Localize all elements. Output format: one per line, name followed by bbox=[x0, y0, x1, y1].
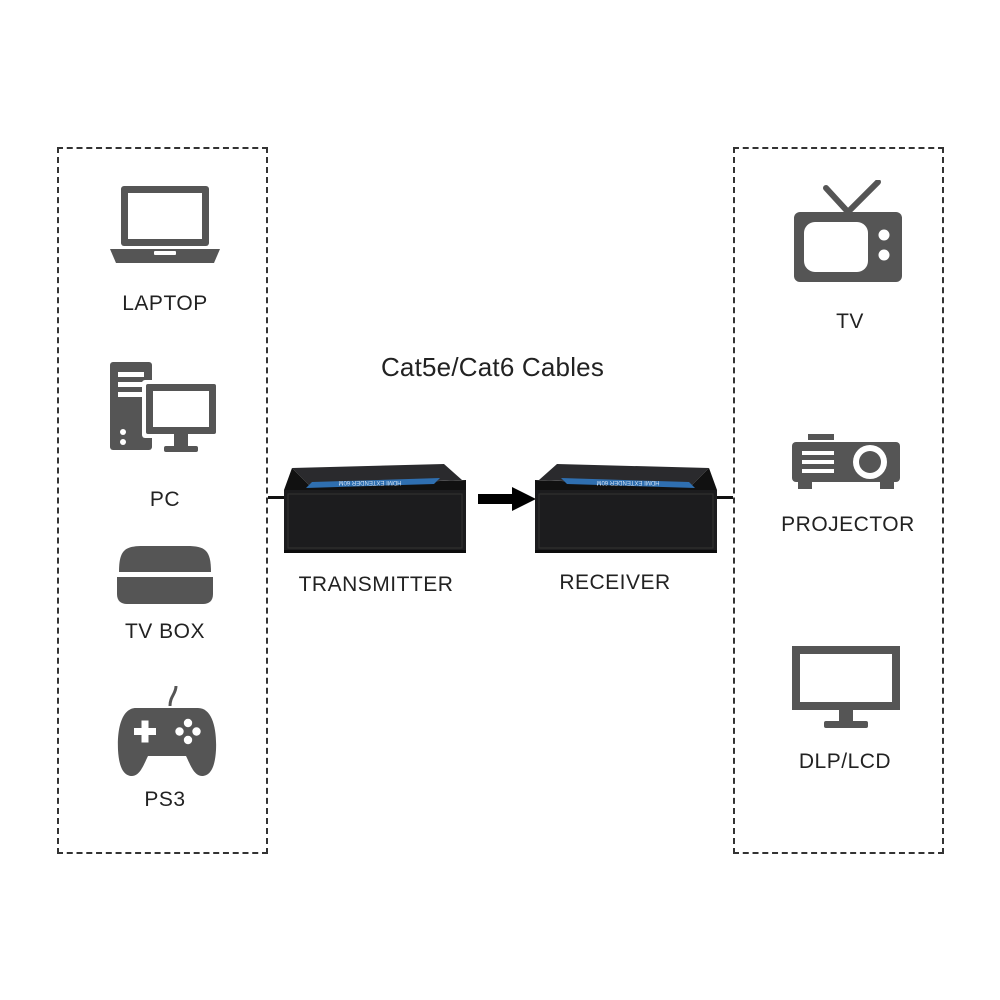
retro-tv-icon bbox=[790, 180, 906, 286]
source-label-tv-box: TV BOX bbox=[124, 620, 206, 643]
receiver-device-text: HDMI EXTENDER 60M bbox=[596, 479, 659, 485]
display-label-dlp-lcd: DLP/LCD bbox=[798, 750, 892, 773]
wire-receiver-to-display bbox=[716, 496, 733, 499]
gamepad-icon bbox=[116, 684, 218, 778]
desktop-pc-icon bbox=[108, 360, 222, 456]
display-devices-group bbox=[733, 147, 944, 854]
transmitter-device-text: HDMI EXTENDER 60M bbox=[338, 479, 401, 485]
projector-icon bbox=[790, 434, 902, 490]
wire-source-to-transmitter bbox=[268, 496, 286, 499]
laptop-icon bbox=[108, 185, 222, 265]
source-label-ps3: PS3 bbox=[144, 788, 186, 811]
display-label-projector: PROJECTOR bbox=[781, 513, 915, 536]
signal-arrow-icon bbox=[478, 486, 538, 512]
cable-caption: Cat5e/Cat6 Cables bbox=[380, 352, 605, 382]
transmitter-device: HDMI EXTENDER 60M bbox=[284, 462, 466, 554]
receiver-label: RECEIVER bbox=[559, 571, 671, 594]
receiver-device: HDMI EXTENDER 60M bbox=[535, 462, 717, 554]
display-label-tv: TV bbox=[836, 310, 864, 333]
source-label-pc: PC bbox=[149, 488, 181, 511]
monitor-icon bbox=[790, 644, 902, 730]
tv-box-icon bbox=[113, 544, 217, 606]
transmitter-label: TRANSMITTER bbox=[298, 573, 454, 596]
source-devices-group bbox=[57, 147, 268, 854]
source-label-laptop: LAPTOP bbox=[122, 292, 208, 315]
